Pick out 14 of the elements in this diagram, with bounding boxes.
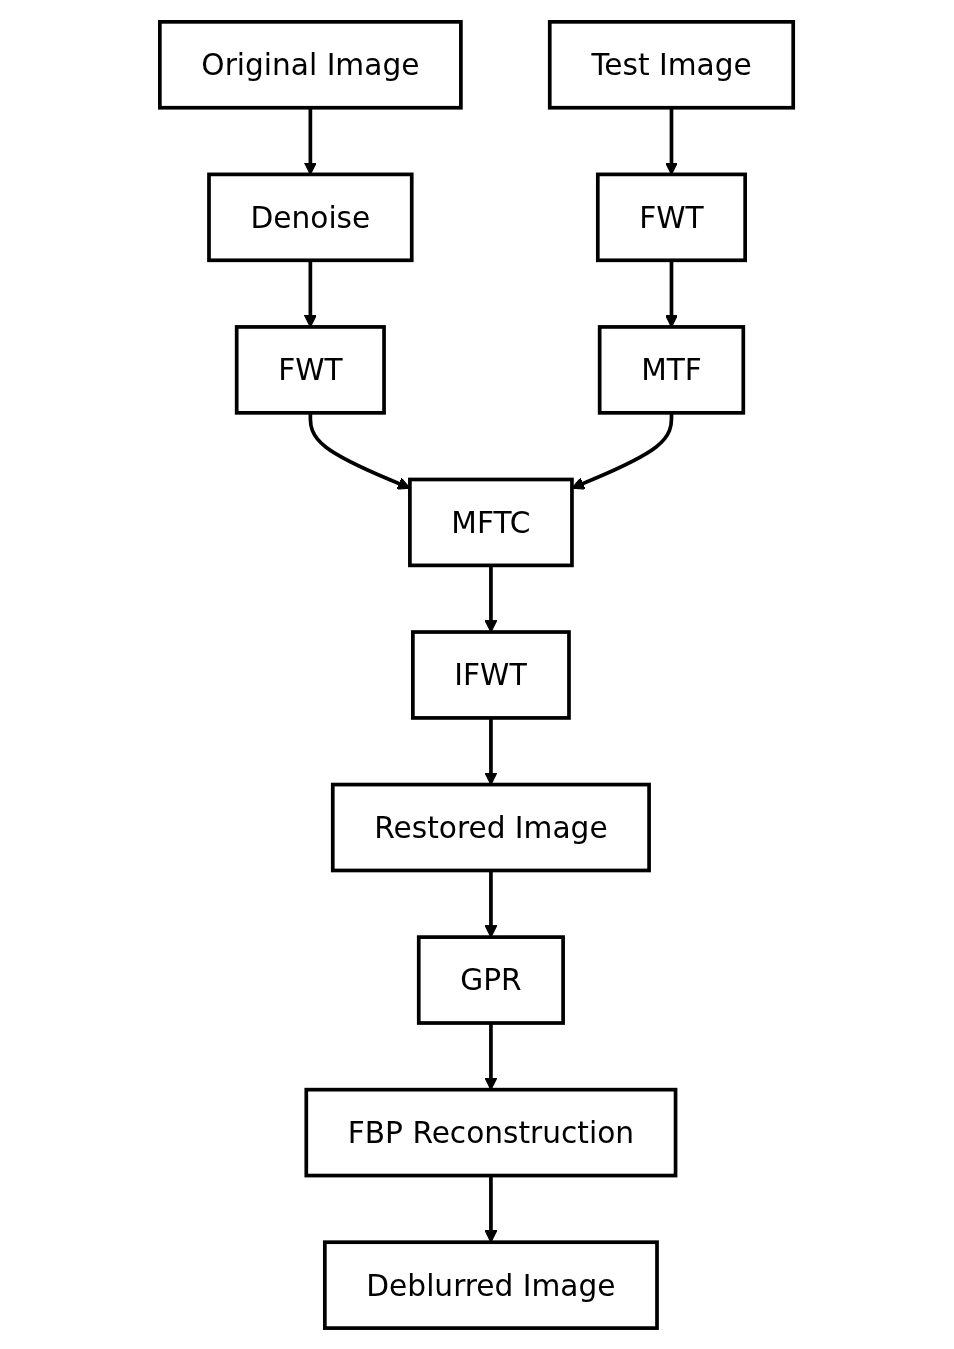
node-box: MTF bbox=[598, 324, 746, 415]
node-box: IFWT bbox=[411, 629, 572, 720]
node-box: FWT bbox=[596, 172, 748, 262]
arrow bbox=[484, 1022, 498, 1090]
node-box: FBP Reconstruction bbox=[304, 1087, 678, 1177]
node-box: FWT bbox=[235, 324, 387, 415]
node-box: Original Image bbox=[158, 19, 464, 110]
node-box: Restored Image bbox=[331, 782, 652, 872]
node-box: Test Image bbox=[548, 19, 796, 110]
node-box: Deblurred Image bbox=[323, 1239, 660, 1330]
node-box: Denoise bbox=[207, 172, 415, 262]
node-box: MFTC bbox=[408, 477, 575, 567]
arrow bbox=[484, 717, 498, 785]
node-box: GPR bbox=[417, 934, 566, 1025]
